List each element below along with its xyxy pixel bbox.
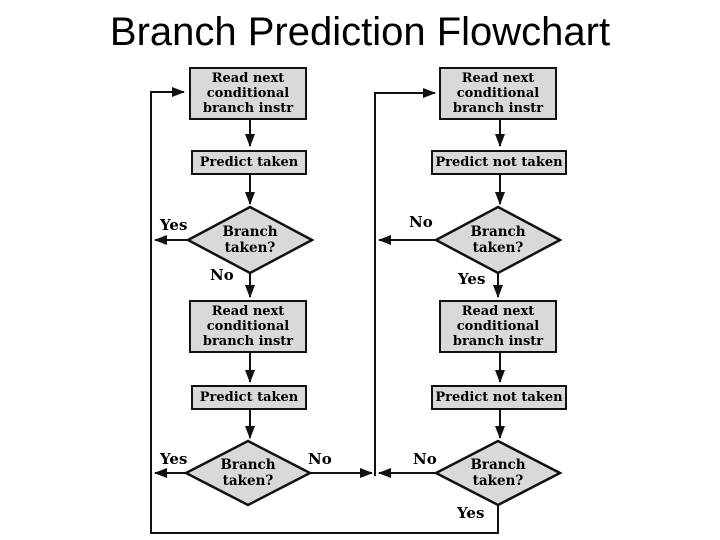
decision-diamond-right-2 [433, 439, 563, 507]
edge-label-right-decision2-no: No [413, 450, 437, 468]
decision-diamond-left-1 [185, 205, 315, 275]
connector-left-feedback-loop [150, 87, 499, 534]
flow-node-right-read-1: Read next conditional branch instr [439, 67, 557, 120]
flow-decision-left-2-label: Branch taken? [220, 456, 276, 489]
edge-label-left-decision1-yes: Yes [160, 216, 188, 234]
flow-node-right-predict-1: Predict not taken [431, 150, 567, 175]
edge-label-right-decision1-no: No [409, 213, 433, 231]
edge-label-left-decision1-no: No [210, 266, 234, 284]
decision-diamond-right-1 [433, 205, 563, 275]
edge-label-right-decision1-yes: Yes [458, 270, 486, 288]
flow-decision-right-2-label: Branch taken? [470, 456, 526, 489]
edge-label-right-decision2-yes: Yes [457, 504, 485, 522]
connector-middle-feedback-line [374, 88, 436, 476]
decision-diamond-left-2 [183, 439, 313, 507]
flow-node-right-read-2: Read next conditional branch instr [439, 300, 557, 353]
flow-node-right-predict-2: Predict not taken [431, 385, 567, 410]
flow-decision-left-1-label: Branch taken? [222, 223, 278, 256]
flow-node-left-read-1: Read next conditional branch instr [189, 67, 307, 120]
flow-node-left-predict-2: Predict taken [191, 385, 307, 410]
flow-node-left-predict-1: Predict taken [191, 150, 307, 175]
edge-label-left-decision2-yes: Yes [160, 450, 188, 468]
flow-decision-right-1-label: Branch taken? [470, 223, 526, 256]
page-title: Branch Prediction Flowchart [109, 10, 611, 54]
flow-node-left-read-2: Read next conditional branch instr [189, 300, 307, 353]
edge-label-left-decision2-no: No [308, 450, 332, 468]
